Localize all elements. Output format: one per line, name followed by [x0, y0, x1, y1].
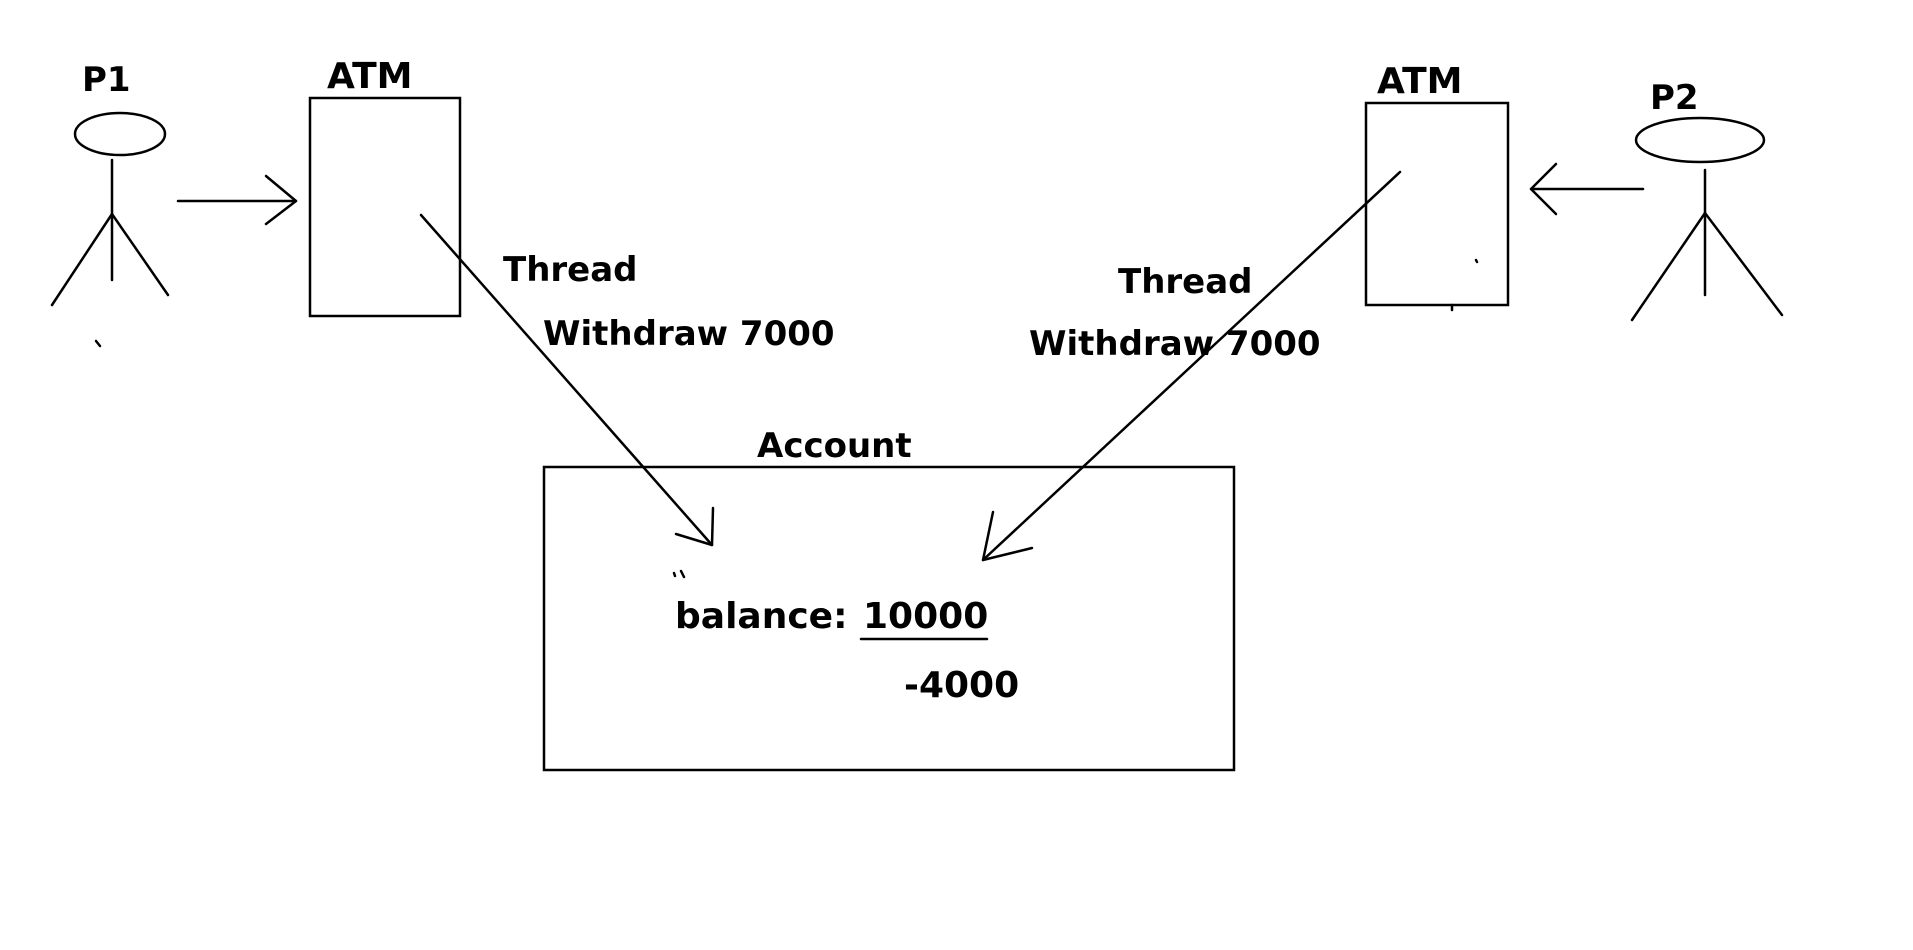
balance-value: 10000: [863, 596, 988, 637]
p1-to-atm-arrow: [176, 174, 298, 226]
person-p2: P2: [1630, 78, 1784, 322]
p2-left-leg: [1630, 211, 1707, 322]
atm-right-label: ATM: [1377, 61, 1462, 102]
p1-right-leg: [110, 212, 170, 297]
account-mark: [672, 571, 677, 578]
p1-label: P1: [82, 60, 131, 100]
account: Account balance: 10000 -4000: [542, 426, 1236, 772]
p2-label: P2: [1650, 78, 1699, 118]
right-thread-label: Thread: [1118, 262, 1253, 302]
atm-left-label: ATM: [327, 56, 412, 97]
balance-label: balance:: [675, 596, 847, 637]
account-box: [542, 465, 1236, 772]
person-p1: P1: [50, 60, 170, 348]
atm-right: ATM: [1364, 61, 1510, 312]
atm-left: ATM: [308, 56, 462, 318]
left-thread-arrow: [419, 213, 715, 547]
p2-to-atm-arrow: [1529, 162, 1645, 216]
p1-head: [73, 111, 167, 157]
atm-right-mark: [1474, 258, 1479, 264]
account-title: Account: [757, 426, 912, 466]
p2-head: [1634, 116, 1766, 164]
right-thread-arrow: [981, 170, 1402, 562]
p2-right-leg: [1703, 211, 1784, 317]
left-thread-label: Thread: [503, 250, 638, 290]
account-mark-2: [679, 569, 686, 579]
atm-right-box: [1364, 101, 1510, 307]
result-value: -4000: [904, 665, 1019, 706]
atm-left-box: [308, 96, 462, 318]
left-thread-action: Withdraw 7000: [543, 314, 835, 354]
p1-mark: [94, 339, 102, 348]
right-thread-action: Withdraw 7000: [1029, 324, 1321, 364]
p1-left-leg: [50, 212, 114, 307]
